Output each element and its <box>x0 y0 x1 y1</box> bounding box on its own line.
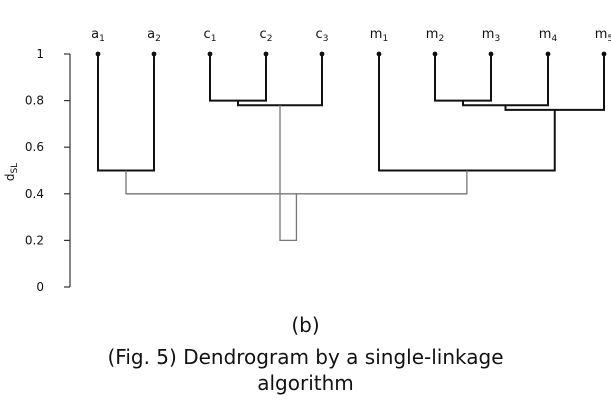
leaf-label-subscript: 1 <box>211 34 217 44</box>
leaf-node-m1 <box>376 51 382 57</box>
merge-link-ROOT <box>279 105 298 242</box>
leaf-label-letter: c <box>316 27 323 42</box>
y-tick-label: 0.6 <box>25 140 44 154</box>
y-tick-label: 1 <box>36 47 44 61</box>
leaf-label-letter: c <box>260 27 267 42</box>
leaf-label-subscript: 4 <box>551 34 557 44</box>
y-axis-label-main: d <box>3 174 17 182</box>
merge-link-M234 <box>462 54 549 107</box>
leaf-label-m1: m1 <box>370 27 388 44</box>
leaf-label-letter: m <box>595 27 608 42</box>
y-tick-label: 0.2 <box>25 233 44 247</box>
leaf-label-subscript: 5 <box>607 34 611 44</box>
leaf-label-m3: m3 <box>482 27 500 44</box>
merge-link-M <box>378 54 556 172</box>
leaf-node-c1 <box>207 51 213 57</box>
merge-link-M2345 <box>504 54 605 111</box>
panel-label: (b) <box>291 313 320 337</box>
merge-link-AM <box>125 170 468 195</box>
leaf-label-subscript: 2 <box>155 34 161 44</box>
leaf-label-c3: c3 <box>316 27 329 44</box>
leaf-label-subscript: 1 <box>382 34 388 44</box>
leaf-label-letter: m <box>482 27 495 42</box>
merge-link-M23 <box>434 54 492 102</box>
y-tick-label: 0.4 <box>25 187 44 201</box>
leaf-label-subscript: 3 <box>494 34 500 44</box>
leaf-label-letter: m <box>370 27 383 42</box>
leaf-label-c1: c1 <box>204 27 217 44</box>
leaf-label-letter: a <box>147 27 155 42</box>
leaf-node-a1 <box>95 51 101 57</box>
merge-link-C <box>237 54 323 107</box>
dendrogram-links <box>97 54 605 242</box>
figure-caption-line-2: algorithm <box>257 371 354 395</box>
leaf-label-subscript: 2 <box>267 34 273 44</box>
leaf-label-letter: a <box>91 27 99 42</box>
leaf-label-m5: m5 <box>595 27 611 44</box>
leaf-label-subscript: 2 <box>438 34 444 44</box>
y-tick-label: 0.8 <box>25 94 44 108</box>
leaf-label-letter: m <box>426 27 439 42</box>
leaf-node-a2 <box>151 51 157 57</box>
leaf-label-letter: c <box>204 27 211 42</box>
y-axis: 0 0.2 0.4 0.6 0.8 1 dSL <box>3 47 71 294</box>
merge-link-A <box>97 54 155 172</box>
leaf-label-m4: m4 <box>539 27 558 44</box>
leaf-node-m4 <box>545 51 551 57</box>
leaf-node-m5 <box>601 51 607 57</box>
leaf-node-m3 <box>488 51 494 57</box>
merge-link-C12 <box>209 54 267 102</box>
leaf-label-letter: m <box>539 27 552 42</box>
figure-caption-line-1: (Fig. 5) Dendrogram by a single-linkage <box>107 345 504 369</box>
leaf-node-m2 <box>432 51 438 57</box>
leaf-label-subscript: 1 <box>99 34 105 44</box>
leaf-label-a1: a1 <box>91 27 105 44</box>
leaf-node-c2 <box>263 51 269 57</box>
y-axis-label-subscript: SL <box>10 163 20 174</box>
leaf-label-m2: m2 <box>426 27 444 44</box>
leaf-label-c2: c2 <box>260 27 273 44</box>
leaf-label-subscript: 3 <box>323 34 329 44</box>
leaf-node-c3 <box>319 51 325 57</box>
y-tick-label: 0 <box>36 280 44 294</box>
leaf-label-a2: a2 <box>147 27 161 44</box>
y-axis-label: dSL <box>3 163 20 181</box>
